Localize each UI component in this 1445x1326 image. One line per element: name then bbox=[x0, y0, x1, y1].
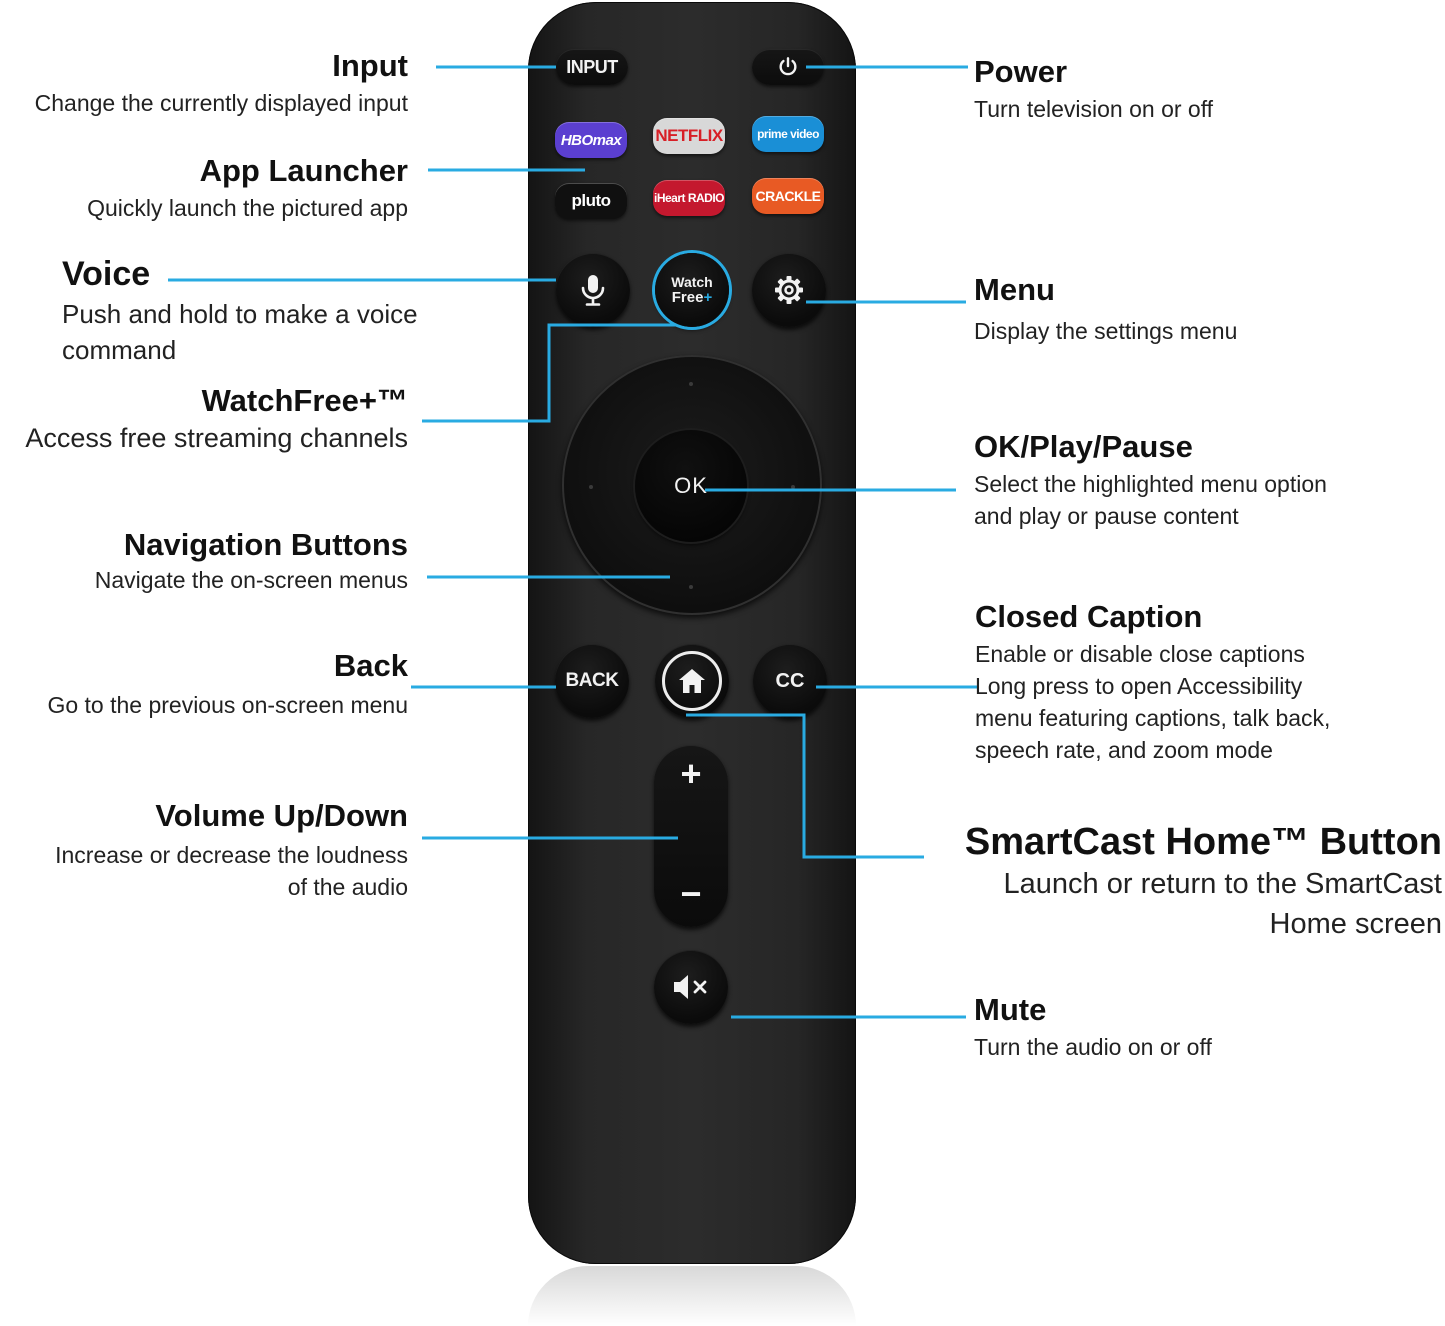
leader-home bbox=[686, 713, 924, 859]
label-menu: Menu Display the settings menu bbox=[974, 271, 1237, 347]
home-button[interactable] bbox=[655, 644, 729, 718]
nav-left-dot bbox=[589, 485, 593, 489]
microphone-icon bbox=[581, 275, 605, 306]
label-mute-title: Mute bbox=[974, 992, 1047, 1027]
nav-right-dot bbox=[791, 485, 795, 489]
menu-button[interactable] bbox=[752, 253, 826, 327]
label-voice: Voice Push and hold to make a voice comm… bbox=[62, 254, 418, 368]
label-cc-desc-3: menu featuring captions, talk back, bbox=[975, 705, 1331, 731]
label-back: Back Go to the previous on-screen menu bbox=[47, 647, 408, 721]
nav-down-dot bbox=[689, 585, 693, 589]
label-voice-title: Voice bbox=[62, 255, 151, 293]
label-cc-title: Closed Caption bbox=[975, 599, 1203, 634]
home-icon bbox=[679, 669, 705, 693]
label-home-desc-2: Home screen bbox=[1269, 908, 1442, 940]
label-mute: Mute Turn the audio on or off bbox=[974, 991, 1212, 1063]
label-mute-desc: Turn the audio on or off bbox=[974, 1034, 1212, 1060]
app-button-hbomax[interactable]: HBOmax bbox=[555, 122, 627, 158]
watchfree-line2-wrap: Free+ bbox=[672, 290, 712, 305]
gear-icon bbox=[775, 276, 803, 304]
label-app-launcher: App Launcher Quickly launch the pictured… bbox=[87, 152, 408, 224]
label-input: Input Change the currently displayed inp… bbox=[35, 47, 408, 119]
label-volume-desc-1: Increase or decrease the loudness bbox=[55, 842, 408, 868]
label-cc-desc-4: speech rate, and zoom mode bbox=[975, 737, 1273, 763]
label-app-launcher-desc: Quickly launch the pictured app bbox=[87, 195, 408, 221]
label-navigation-title: Navigation Buttons bbox=[123, 527, 408, 562]
input-button[interactable]: INPUT bbox=[556, 49, 628, 85]
label-navigation-desc: Navigate the on-screen menus bbox=[94, 567, 408, 593]
label-back-title: Back bbox=[333, 648, 408, 683]
volume-rocker[interactable]: + − bbox=[654, 745, 728, 927]
speaker-mute-icon bbox=[674, 975, 707, 999]
label-power-title: Power bbox=[974, 54, 1068, 89]
app-button-iheart-radio[interactable]: iHeart RADIO bbox=[653, 180, 725, 216]
label-cc-desc-2: Long press to open Accessibility bbox=[975, 673, 1303, 699]
voice-button[interactable] bbox=[556, 253, 630, 327]
volume-down-button[interactable]: − bbox=[680, 873, 702, 914]
label-menu-desc: Display the settings menu bbox=[974, 318, 1238, 344]
label-app-launcher-title: App Launcher bbox=[199, 153, 408, 188]
label-input-desc: Change the currently displayed input bbox=[34, 90, 408, 116]
watchfree-line1: Watch bbox=[671, 274, 713, 290]
watchfree-line2: Free bbox=[671, 289, 704, 306]
label-closed-caption: Closed Caption Enable or disable close c… bbox=[975, 598, 1330, 766]
app-button-crackle[interactable]: CRACKLE bbox=[752, 178, 824, 214]
label-ok-desc-1: Select the highlighted menu option bbox=[974, 471, 1327, 497]
label-ok-title: OK/Play/Pause bbox=[974, 429, 1193, 464]
label-home-title: SmartCast Home™ Button bbox=[964, 821, 1442, 863]
label-voice-desc-2: command bbox=[62, 335, 177, 365]
watchfree-plus: + bbox=[703, 289, 713, 306]
cc-button[interactable]: CC bbox=[753, 644, 827, 718]
label-navigation: Navigation Buttons Navigate the on-scree… bbox=[95, 526, 408, 596]
nav-up-dot bbox=[689, 382, 693, 386]
label-smartcast-home: SmartCast Home™ Button Launch or return … bbox=[965, 820, 1442, 944]
label-watchfree-title: WatchFree+™ bbox=[201, 383, 408, 418]
power-icon bbox=[779, 57, 797, 76]
label-ok-desc-2: and play or pause content bbox=[974, 503, 1239, 529]
volume-up-button[interactable]: + bbox=[680, 753, 702, 794]
label-cc-desc-1: Enable or disable close captions bbox=[975, 641, 1305, 667]
label-volume-desc-2: of the audio bbox=[287, 874, 408, 900]
label-power-desc: Turn television on or off bbox=[974, 96, 1214, 122]
label-watchfree-desc: Access free streaming channels bbox=[25, 423, 408, 453]
label-volume: Volume Up/Down Increase or decrease the … bbox=[55, 797, 408, 903]
watchfree-button[interactable]: Watch Free+ bbox=[655, 253, 729, 327]
app-button-pluto[interactable]: pluto bbox=[555, 183, 627, 219]
mute-button[interactable] bbox=[654, 950, 728, 1024]
home-icon-ring bbox=[662, 651, 722, 711]
label-power: Power Turn television on or off bbox=[974, 53, 1213, 125]
label-volume-title: Volume Up/Down bbox=[155, 798, 408, 833]
label-home-desc-1: Launch or return to the SmartCast bbox=[1003, 868, 1442, 900]
label-menu-title: Menu bbox=[974, 272, 1055, 307]
app-button-prime-video[interactable]: prime video bbox=[752, 116, 824, 152]
app-button-netflix[interactable]: NETFLIX bbox=[653, 118, 725, 154]
label-ok-play-pause: OK/Play/Pause Select the highlighted men… bbox=[974, 428, 1327, 532]
remote-reflection bbox=[528, 1266, 856, 1326]
back-button[interactable]: BACK bbox=[555, 644, 629, 718]
leader-watchfree bbox=[422, 323, 676, 423]
label-input-title: Input bbox=[332, 48, 408, 83]
label-voice-desc-1: Push and hold to make a voice bbox=[62, 299, 418, 329]
label-watchfree: WatchFree+™ Access free streaming channe… bbox=[25, 382, 408, 456]
ok-button[interactable]: OK bbox=[635, 430, 747, 542]
label-back-desc: Go to the previous on-screen menu bbox=[47, 692, 408, 718]
